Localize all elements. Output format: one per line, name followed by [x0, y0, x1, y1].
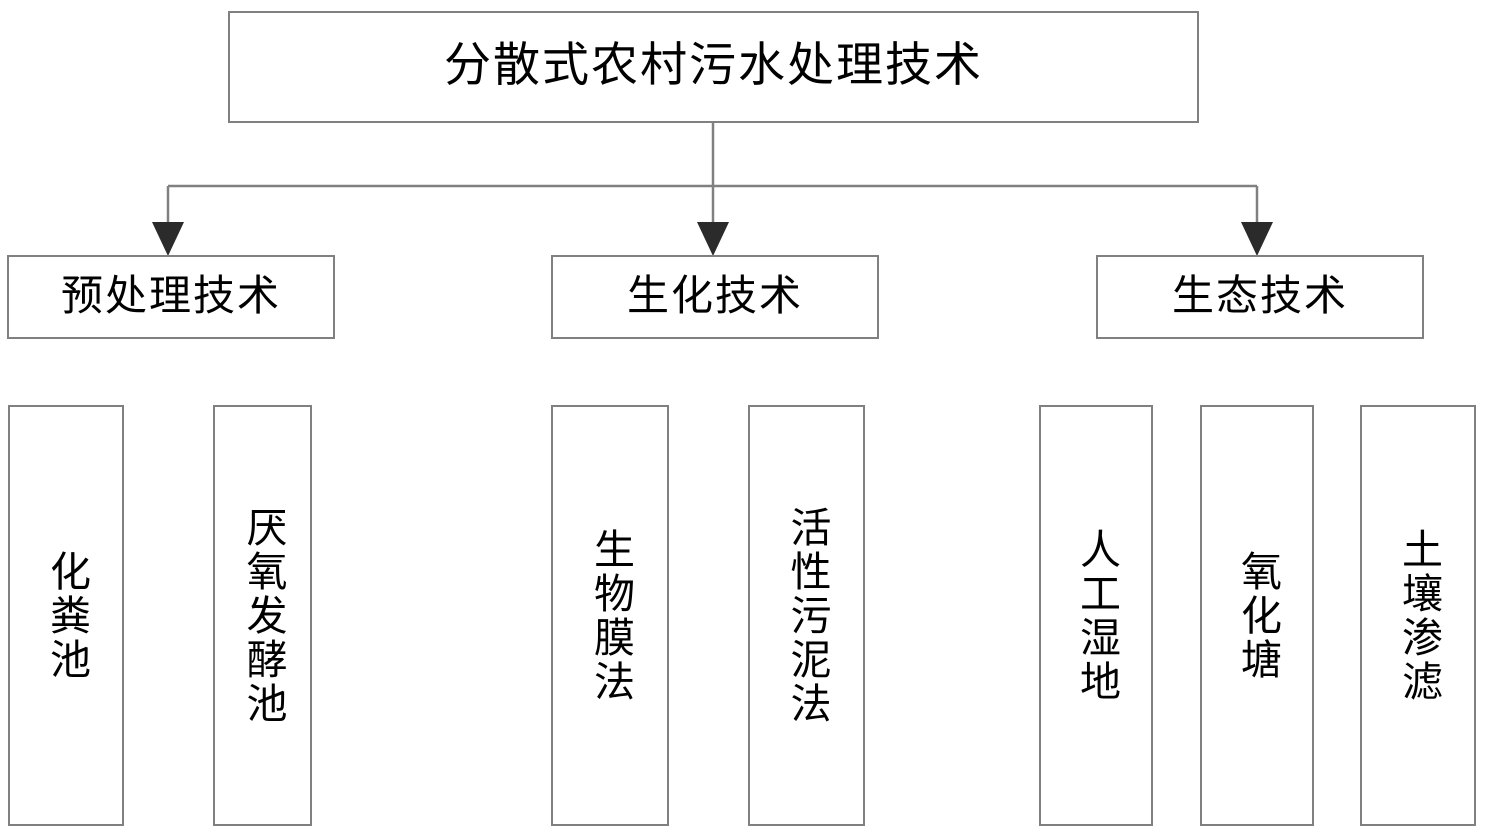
- arrow-down-icon-right: [1241, 222, 1273, 256]
- node-leaf-activated-sludge-method[interactable]: 活性污泥法: [748, 405, 865, 826]
- node-leaf-activated-sludge-method-label: 活性污泥法: [784, 505, 830, 726]
- node-leaf-constructed-wetland-label: 人工湿地: [1073, 527, 1120, 704]
- node-branch-biochemical[interactable]: 生化技术: [551, 255, 879, 339]
- node-branch-ecological[interactable]: 生态技术: [1096, 255, 1424, 339]
- node-leaf-oxidation-pond-label: 氧化塘: [1234, 549, 1281, 682]
- node-branch-pretreatment[interactable]: 预处理技术: [7, 255, 335, 339]
- node-leaf-anaerobic-fermentation-tank[interactable]: 厌氧发酵池: [213, 405, 312, 826]
- node-leaf-soil-infiltration[interactable]: 土壤渗滤: [1360, 405, 1476, 826]
- arrow-down-icon-left: [152, 222, 184, 256]
- node-leaf-constructed-wetland[interactable]: 人工湿地: [1039, 405, 1153, 826]
- node-leaf-oxidation-pond[interactable]: 氧化塘: [1200, 405, 1314, 826]
- node-branch-pretreatment-label: 预处理技术: [60, 273, 281, 320]
- node-leaf-septic-tank[interactable]: 化粪池: [8, 405, 124, 826]
- node-root[interactable]: 分散式农村污水处理技术: [228, 11, 1199, 123]
- node-branch-ecological-label: 生态技术: [1171, 273, 1348, 320]
- arrow-down-icon-middle: [697, 222, 729, 256]
- node-leaf-anaerobic-fermentation-tank-label: 厌氧发酵池: [240, 505, 286, 726]
- node-leaf-septic-tank-label: 化粪池: [43, 549, 90, 682]
- node-branch-biochemical-label: 生化技术: [626, 273, 803, 320]
- node-leaf-biofilm-method[interactable]: 生物膜法: [551, 405, 669, 826]
- node-leaf-biofilm-method-label: 生物膜法: [587, 527, 634, 704]
- node-root-label: 分散式农村污水处理技术: [444, 40, 983, 93]
- node-leaf-soil-infiltration-label: 土壤渗滤: [1395, 527, 1442, 704]
